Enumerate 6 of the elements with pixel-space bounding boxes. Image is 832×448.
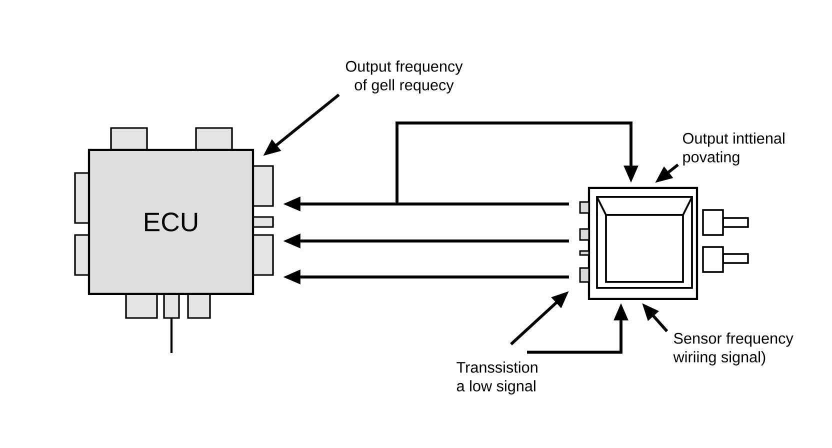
callout-label: Sensor frequency wiriing signal) (673, 332, 794, 366)
arrow (396, 122, 638, 204)
callout-label: Output frequency of gell requecy (346, 60, 463, 94)
module-box: ECU (88, 148, 254, 296)
callout-label: Output inttienal povating (683, 132, 784, 166)
callout-label: Transsistion a low signal (456, 362, 538, 394)
